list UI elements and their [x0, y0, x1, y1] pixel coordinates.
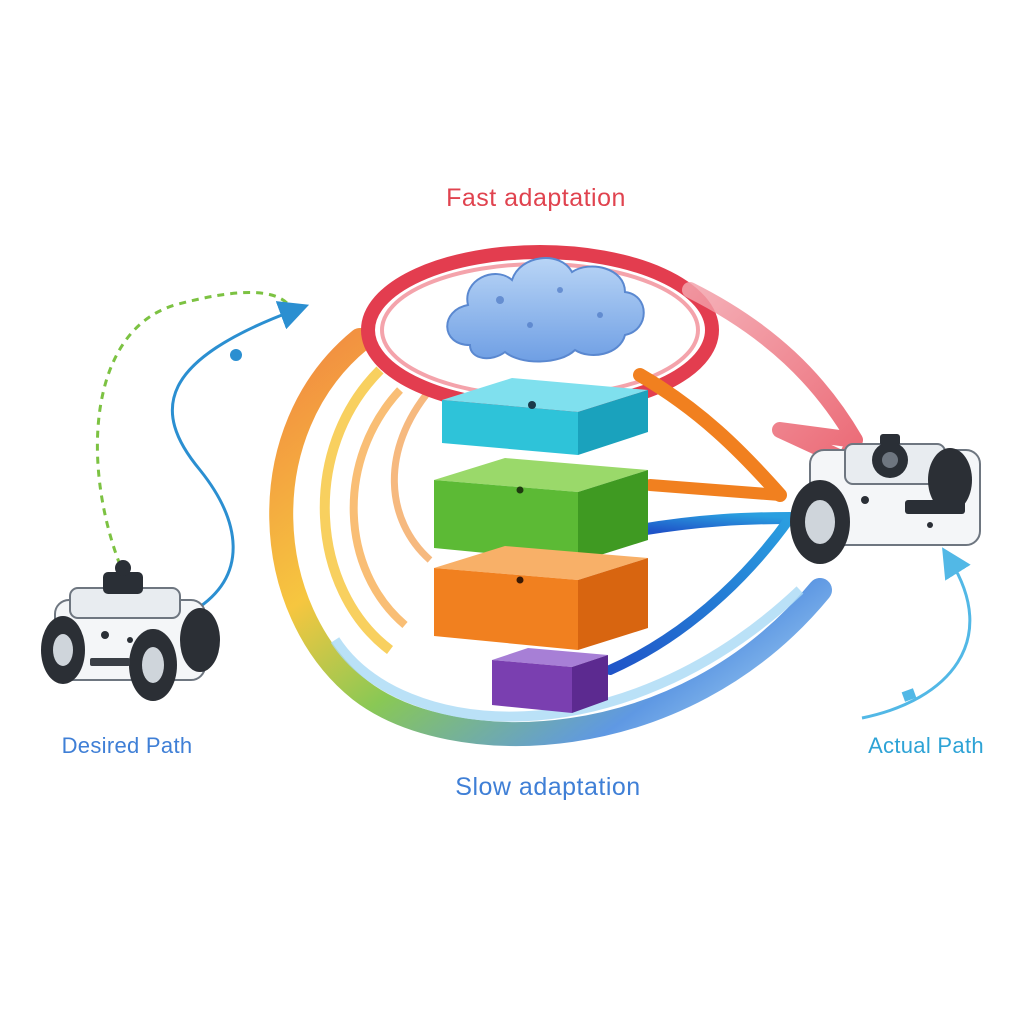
blue-arrow: [605, 512, 796, 675]
robot-car-icon: [41, 560, 220, 701]
slow-adaptation-label: Slow adaptation: [455, 773, 640, 801]
layer-cyan: [442, 378, 648, 455]
slow-adaptation-loop: [269, 328, 832, 746]
fast-adaptation-arrow: [682, 282, 863, 468]
actual-path-label: Actual Path: [868, 733, 984, 758]
fast-adaptation-label: Fast adaptation: [446, 184, 626, 212]
layer-green: [434, 458, 648, 562]
desired-path-arrows: [95, 291, 310, 612]
actual-path-arrow: [861, 547, 972, 720]
layer-orange: [434, 546, 648, 650]
cloud-icon: [446, 257, 645, 363]
layer-stack: [434, 378, 648, 713]
robot-car-icon: [790, 434, 981, 564]
layer-purple: [492, 648, 608, 713]
orange-arrow: [633, 368, 787, 502]
desired-path-label: Desired Path: [62, 733, 193, 758]
